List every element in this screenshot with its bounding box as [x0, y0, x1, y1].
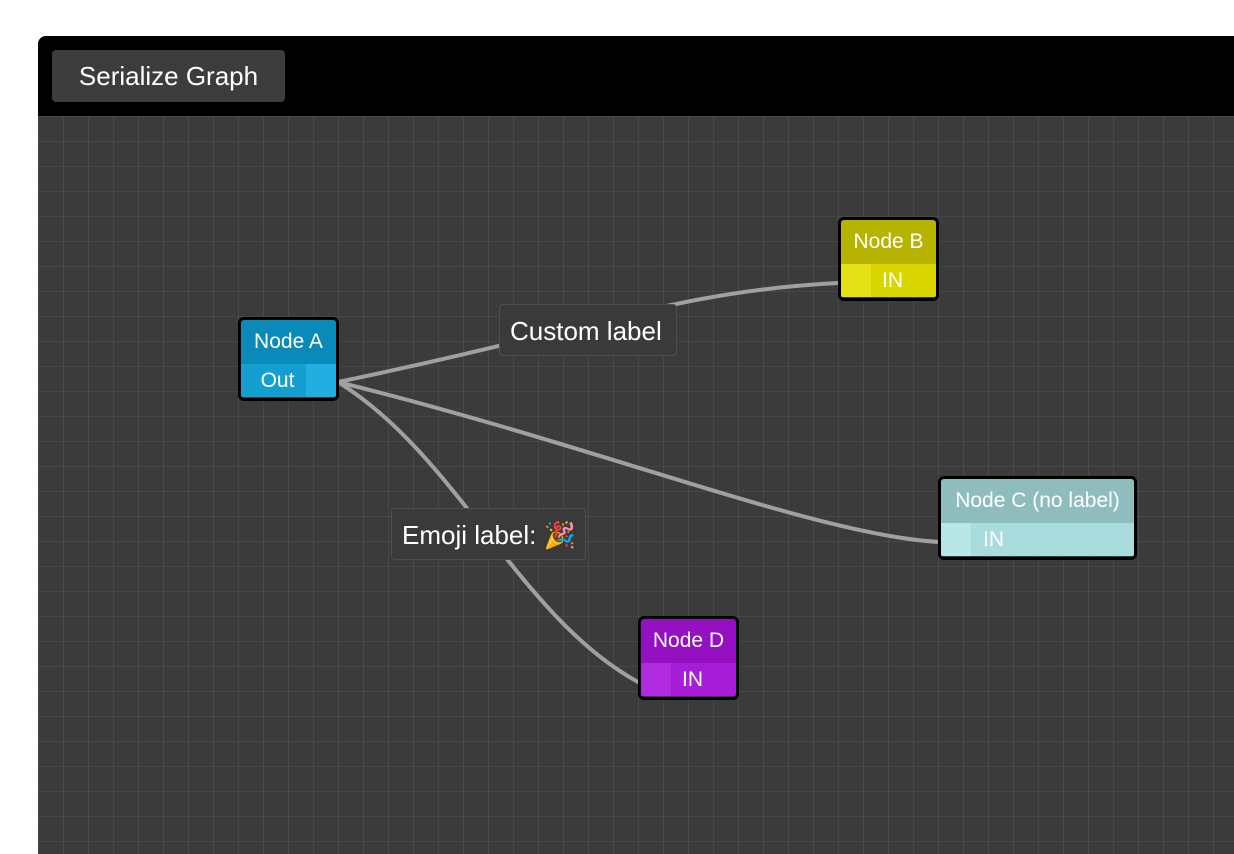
port-label: IN — [882, 269, 903, 292]
node-d[interactable]: Node D IN — [638, 616, 739, 700]
node-port-in[interactable]: IN — [641, 663, 736, 696]
port-label: IN — [983, 528, 1004, 551]
node-port-in[interactable]: IN — [941, 523, 1134, 556]
node-title: Node A — [241, 320, 336, 364]
node-title: Node C (no label) — [941, 479, 1134, 523]
graph-editor-app: Serialize Graph Custom label Emoji label… — [38, 36, 1234, 854]
output-port-handle[interactable] — [306, 364, 336, 397]
node-a[interactable]: Node A Out — [238, 317, 339, 401]
port-label: Out — [260, 369, 295, 392]
node-title: Node D — [641, 619, 736, 663]
toolbar: Serialize Graph — [38, 36, 1234, 116]
node-port-out[interactable]: Out — [241, 364, 336, 397]
node-c[interactable]: Node C (no label) IN — [938, 476, 1137, 560]
edge-a-to-c[interactable] — [336, 380, 942, 544]
edge-label-custom: Custom label — [499, 304, 677, 356]
input-port-handle[interactable] — [641, 663, 671, 696]
input-port-handle[interactable] — [941, 523, 971, 556]
node-port-in[interactable]: IN — [841, 264, 936, 297]
node-b[interactable]: Node B IN — [838, 217, 939, 301]
input-port-handle[interactable] — [841, 264, 871, 297]
edge-label-emoji: Emoji label: 🎉 — [391, 508, 586, 560]
node-title: Node B — [841, 220, 936, 264]
graph-canvas[interactable]: Custom label Emoji label: 🎉 Node A Out N… — [38, 116, 1234, 854]
port-label: IN — [682, 668, 703, 691]
serialize-graph-button[interactable]: Serialize Graph — [52, 50, 285, 102]
